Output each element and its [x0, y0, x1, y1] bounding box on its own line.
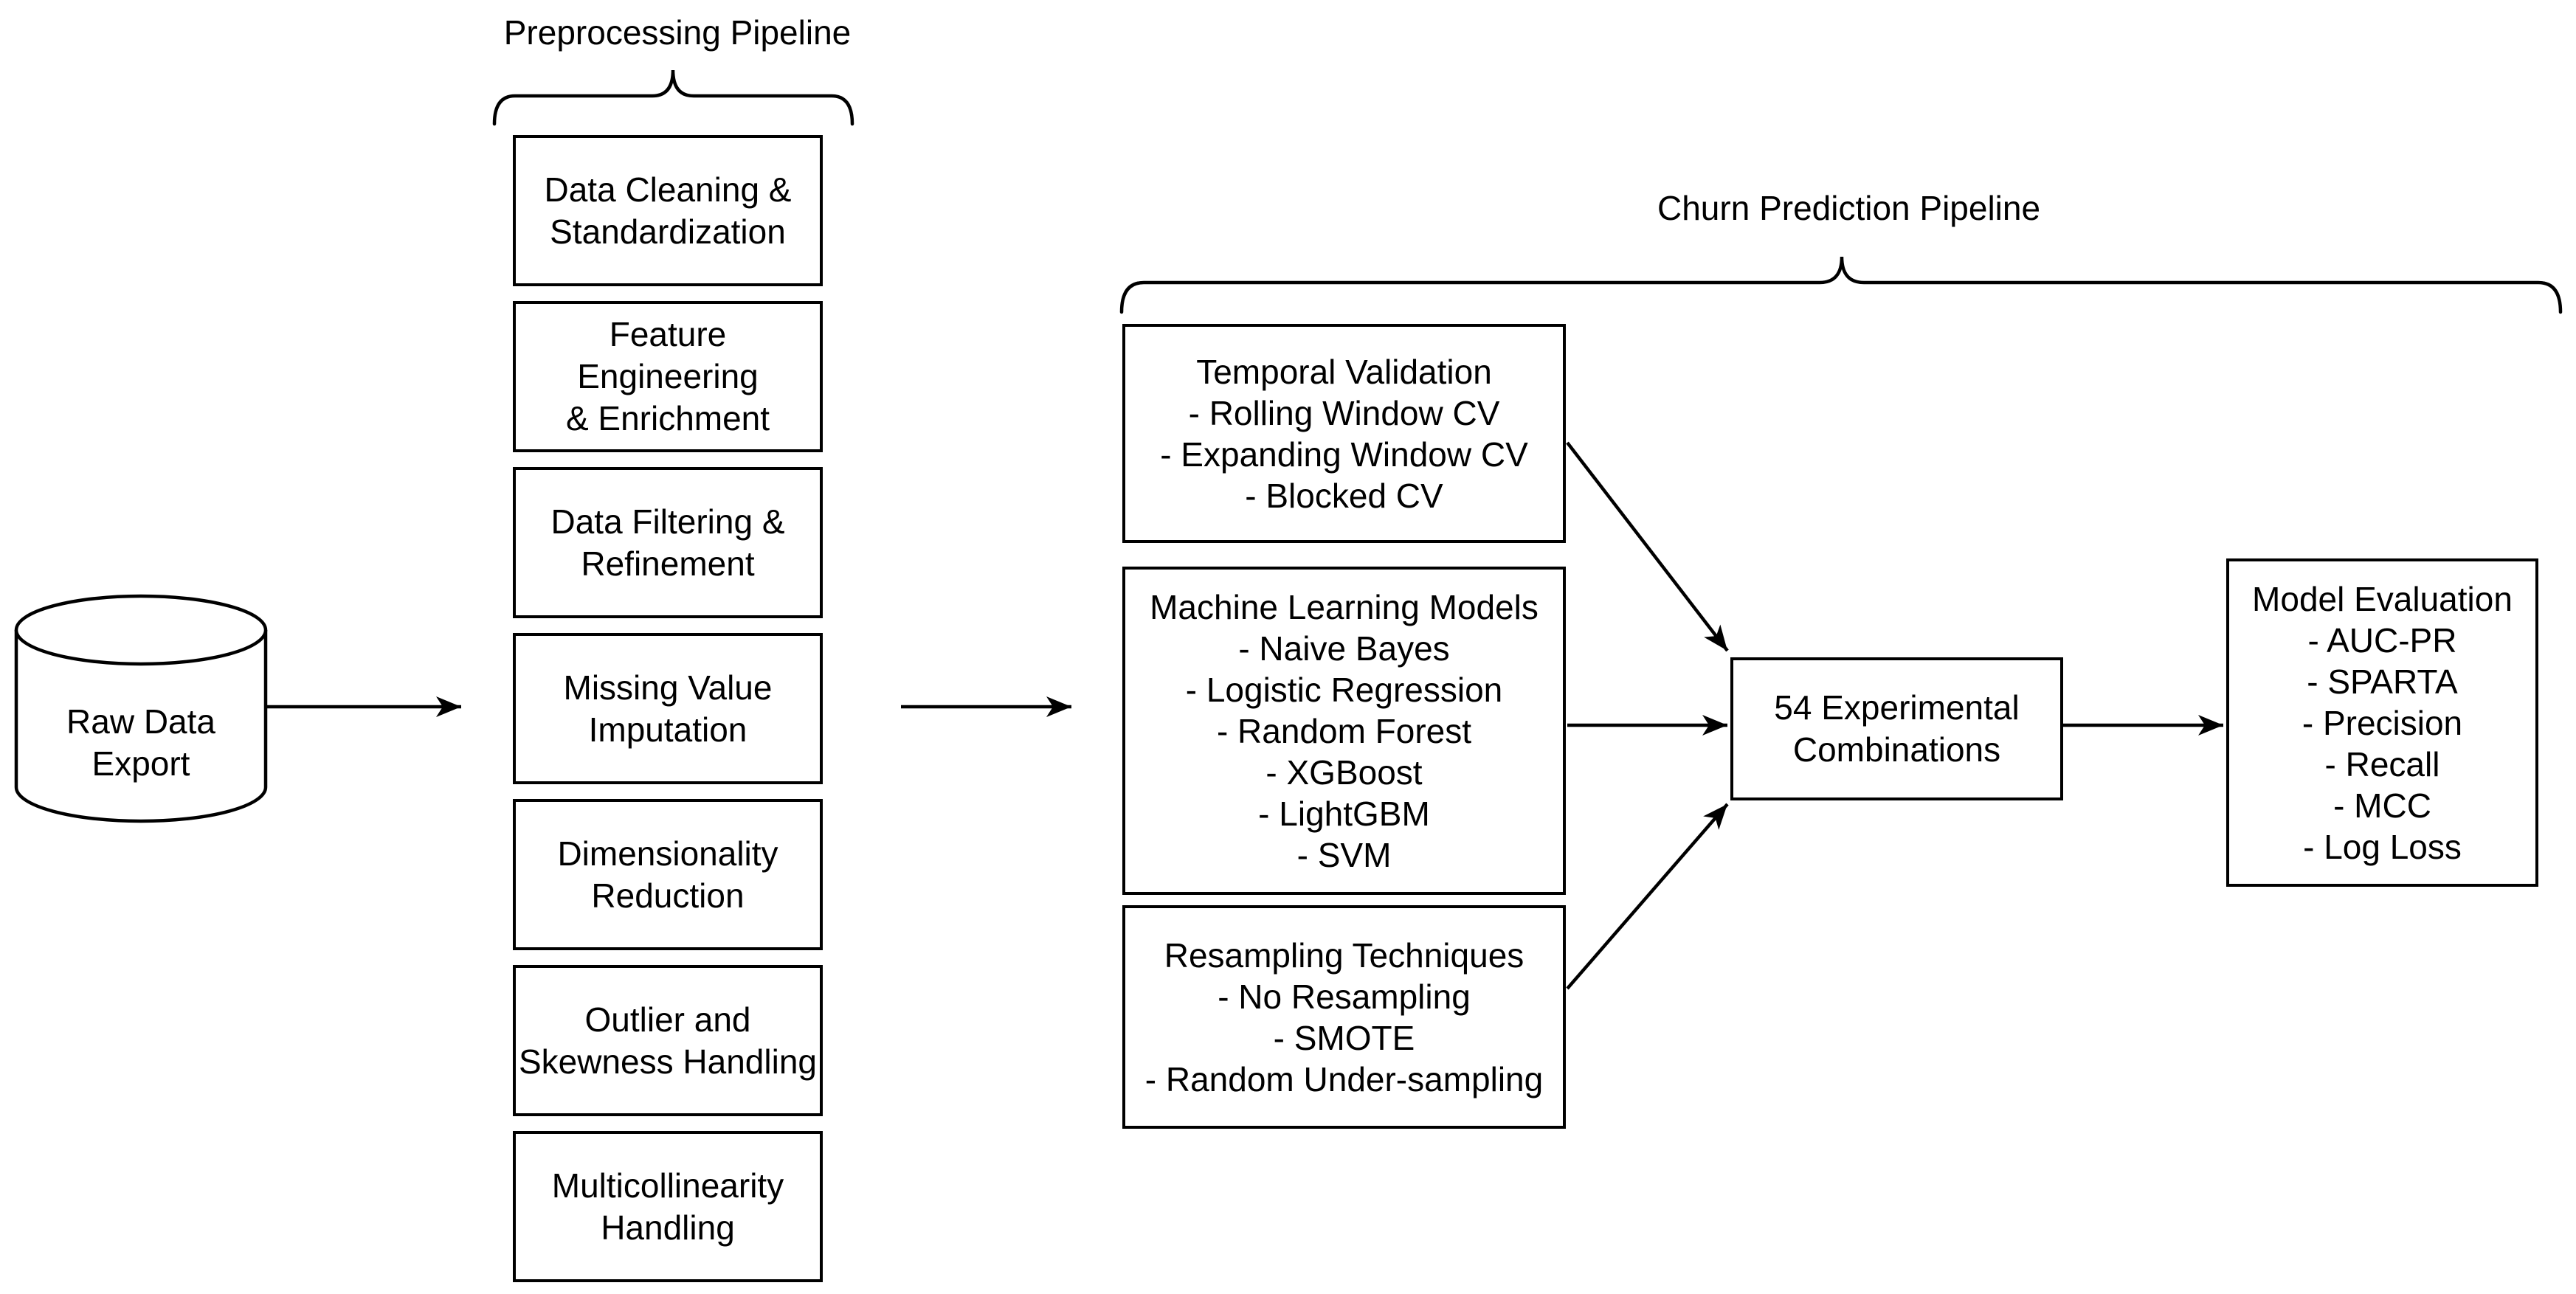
arrow-resampling-to-combinations [1566, 803, 1729, 990]
ml-models-item: - SVM [1296, 835, 1392, 874]
ml-models-item: - Naive Bayes [1238, 629, 1450, 668]
model-evaluation-item: - MCC [2333, 786, 2431, 825]
resampling-item: - Random Under-sampling [1144, 1059, 1544, 1098]
resampling-item: - No Resampling [1218, 977, 1471, 1016]
churn-brace [1119, 256, 2563, 314]
ml-models-item: - Logistic Regression [1185, 670, 1503, 709]
experimental-combinations-box: 54 Experimental Combinations [1730, 657, 2063, 800]
model-evaluation-item: - Log Loss [2303, 827, 2462, 866]
preprocessing-step-box-missing-value: Missing Value Imputation [513, 633, 823, 784]
ml-models-item: - XGBoost [1265, 752, 1423, 792]
ml-models-title: Machine Learning Models [1150, 587, 1539, 626]
preprocessing-pipeline-label: Preprocessing Pipeline [503, 13, 852, 52]
model-evaluation-item: - AUC-PR [2307, 620, 2457, 660]
model-evaluation-item: - Precision [2302, 703, 2463, 742]
churn-pipeline-label: Churn Prediction Pipeline [1657, 189, 2041, 227]
preprocessing-brace [492, 69, 854, 126]
raw-data-cylinder [14, 594, 268, 823]
resampling-title: Resampling Techniques [1164, 935, 1524, 975]
arrow-temporal-to-combinations [1566, 441, 1729, 652]
model-evaluation-box: Model Evaluation - AUC-PR - SPARTA - Pre… [2226, 558, 2538, 887]
model-evaluation-title: Model Evaluation [2252, 579, 2513, 618]
temporal-validation-item: - Rolling Window CV [1188, 393, 1500, 432]
temporal-validation-item: - Blocked CV [1245, 476, 1443, 515]
temporal-validation-title: Temporal Validation [1196, 352, 1492, 391]
raw-data-export-label: Raw Data Export [66, 702, 215, 783]
ml-models-box: Machine Learning Models - Naive Bayes - … [1122, 567, 1566, 895]
temporal-validation-item: - Expanding Window CV [1160, 435, 1528, 474]
ml-models-item: - Random Forest [1216, 711, 1472, 750]
preprocessing-step-box-data-filtering: Data Filtering & Refinement [513, 467, 823, 618]
preprocessing-step-box-feature-engineering: Feature Engineering & Enrichment [513, 301, 823, 452]
model-evaluation-item: - SPARTA [2307, 662, 2458, 701]
model-evaluation-item: - Recall [2324, 744, 2440, 783]
preprocessing-step-box-outlier-skewness: Outlier and Skewness Handling [513, 965, 823, 1116]
preprocessing-step-box-data-cleaning: Data Cleaning & Standardization [513, 135, 823, 286]
preprocessing-step-box-multicollinearity: Multicollinearity Handling [513, 1131, 823, 1282]
resampling-box: Resampling Techniques - No Resampling - … [1122, 905, 1566, 1129]
resampling-item: - SMOTE [1273, 1018, 1415, 1057]
ml-models-item: - LightGBM [1258, 794, 1430, 833]
preprocessing-step-box-dimensionality: Dimensionality Reduction [513, 799, 823, 950]
temporal-validation-box: Temporal Validation - Rolling Window CV … [1122, 324, 1566, 543]
